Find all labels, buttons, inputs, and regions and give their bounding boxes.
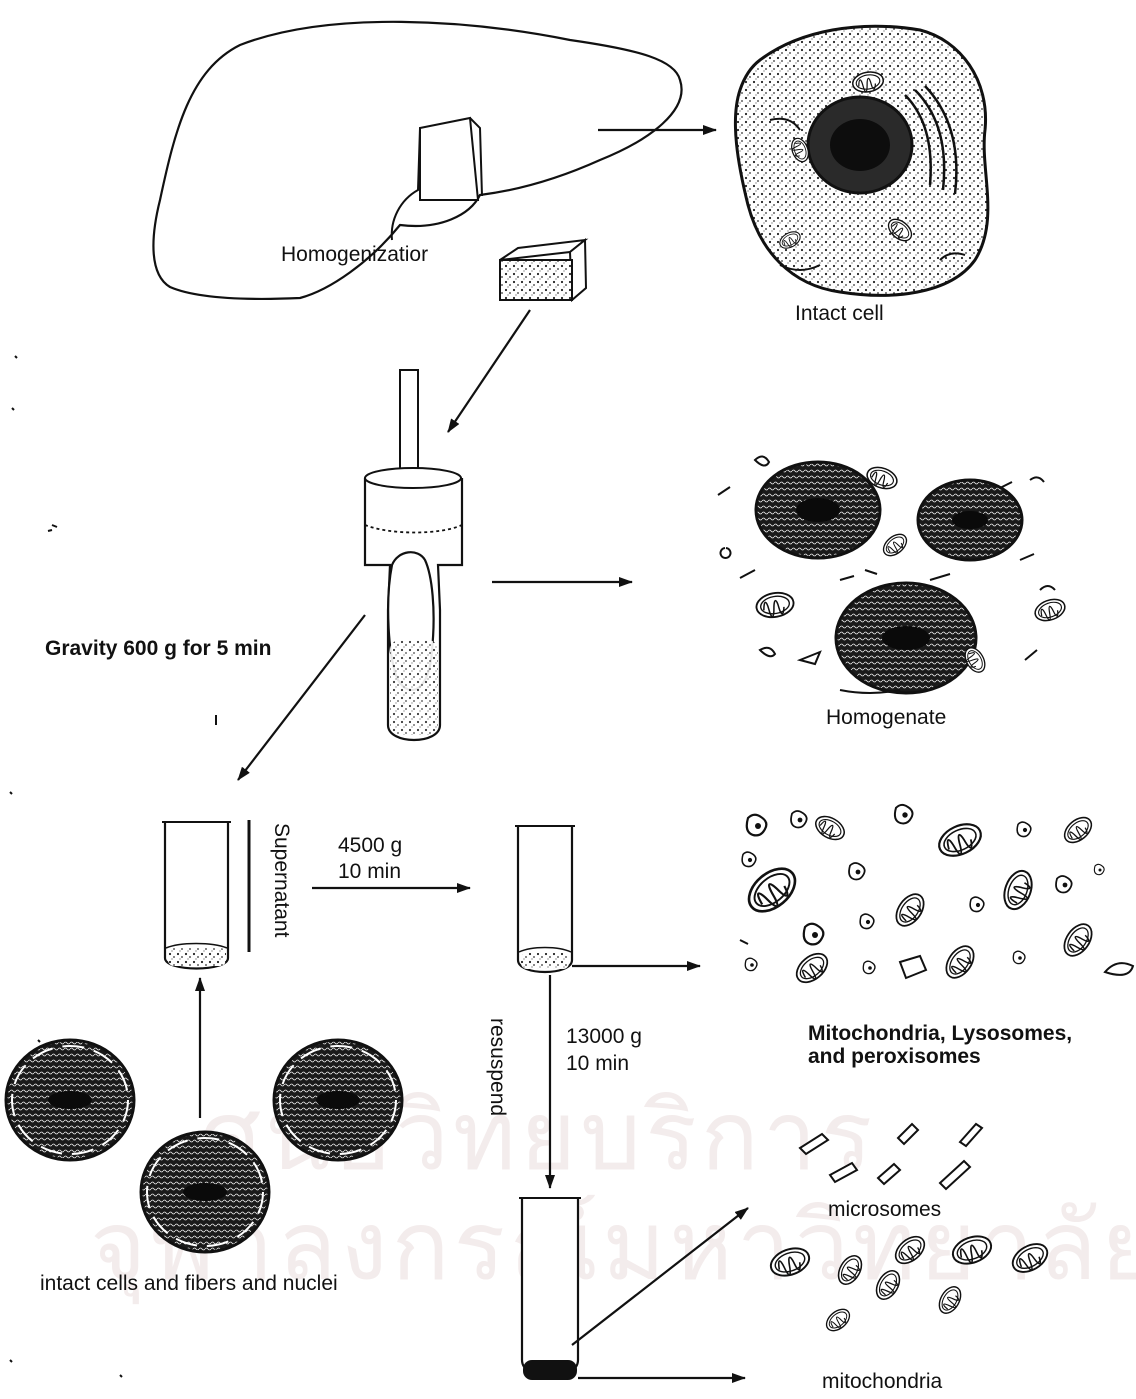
pellet-cells-label: intact cells and fibers and nuclei bbox=[40, 1272, 338, 1296]
arrow-to-microsomes bbox=[572, 1208, 748, 1345]
organelles-drawing bbox=[740, 805, 1133, 988]
centrifuge-tube-1 bbox=[162, 822, 231, 969]
tissue-cube bbox=[500, 240, 586, 300]
mitochondria-label: mitochondria bbox=[822, 1370, 942, 1394]
homogenization-label: Homogenizatior bbox=[281, 243, 428, 267]
gravity-label: Gravity 600 g for 5 min bbox=[45, 637, 271, 661]
organelles-label-line2: and peroxisomes bbox=[808, 1045, 981, 1069]
spin2-time-label: 10 min bbox=[566, 1052, 629, 1076]
mitochondria-drawing bbox=[767, 1231, 1052, 1335]
microsomes-drawing bbox=[800, 1124, 982, 1189]
resuspend-label: resuspend bbox=[485, 1018, 509, 1116]
centrifuge-tube-3 bbox=[519, 1198, 581, 1380]
arrow-to-homogenizer bbox=[448, 310, 530, 432]
homogenizer-apparatus bbox=[365, 370, 462, 740]
centrifuge-tube-2 bbox=[515, 826, 575, 972]
intact-cell-drawing bbox=[735, 26, 987, 295]
intact-cell-label: Intact cell bbox=[795, 302, 884, 326]
spin2-speed-label: 13000 g bbox=[566, 1025, 642, 1049]
homogenate-drawing bbox=[718, 456, 1068, 693]
organelles-label-line1: Mitochondria, Lysosomes, bbox=[808, 1022, 1072, 1046]
microsomes-label: microsomes bbox=[828, 1198, 941, 1222]
pellet-cells-drawing bbox=[6, 1040, 402, 1252]
spin1-time-label: 10 min bbox=[338, 860, 401, 884]
spin1-speed-label: 4500 g bbox=[338, 834, 402, 858]
supernatant-label: Supernatant bbox=[269, 823, 293, 937]
homogenate-label: Homogenate bbox=[826, 706, 946, 730]
